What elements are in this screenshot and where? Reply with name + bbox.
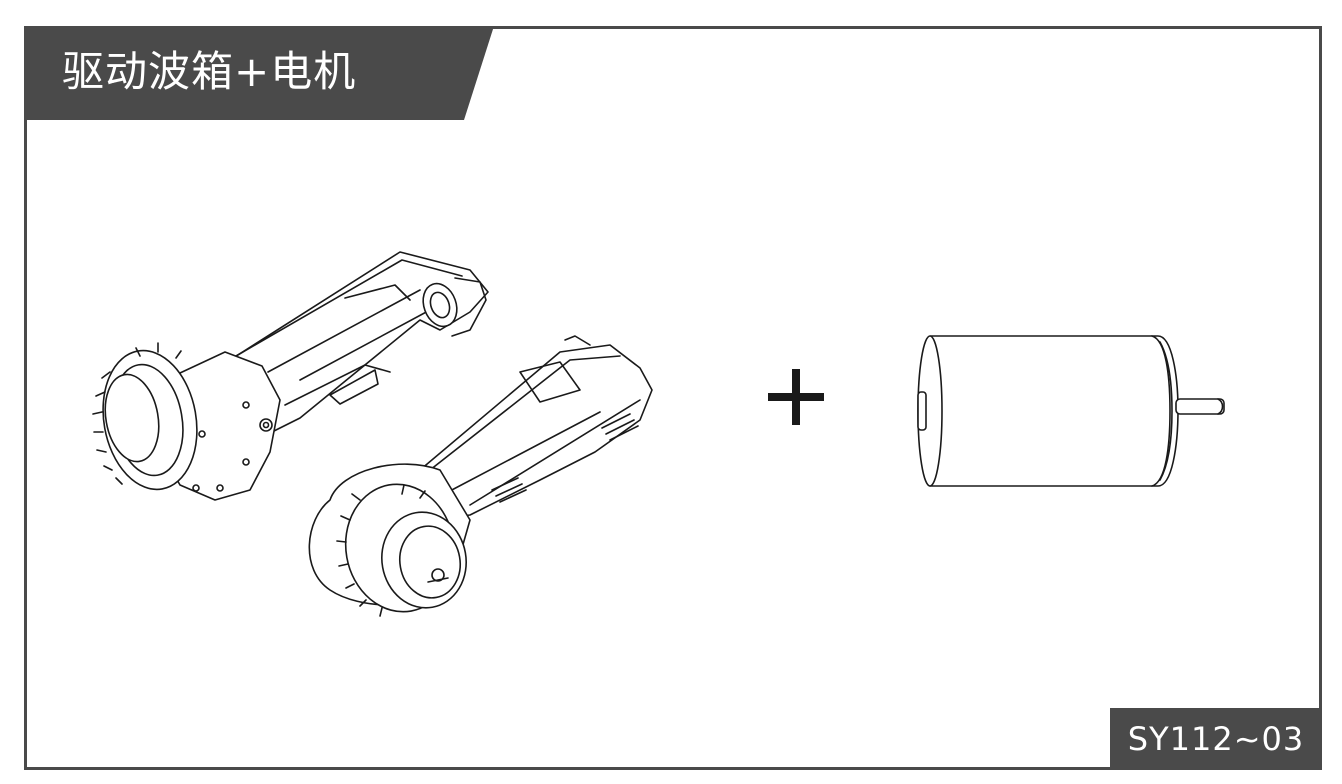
motor-illustration (917, 335, 1225, 487)
plus-sign-vertical (792, 369, 800, 425)
page-title: 驱动波箱+电机 (62, 47, 357, 96)
model-code-badge: SY112~03 (1110, 708, 1322, 770)
gearbox-upper-illustration (92, 251, 489, 501)
title-banner (24, 26, 494, 120)
gearbox-lower-illustration (308, 335, 653, 617)
